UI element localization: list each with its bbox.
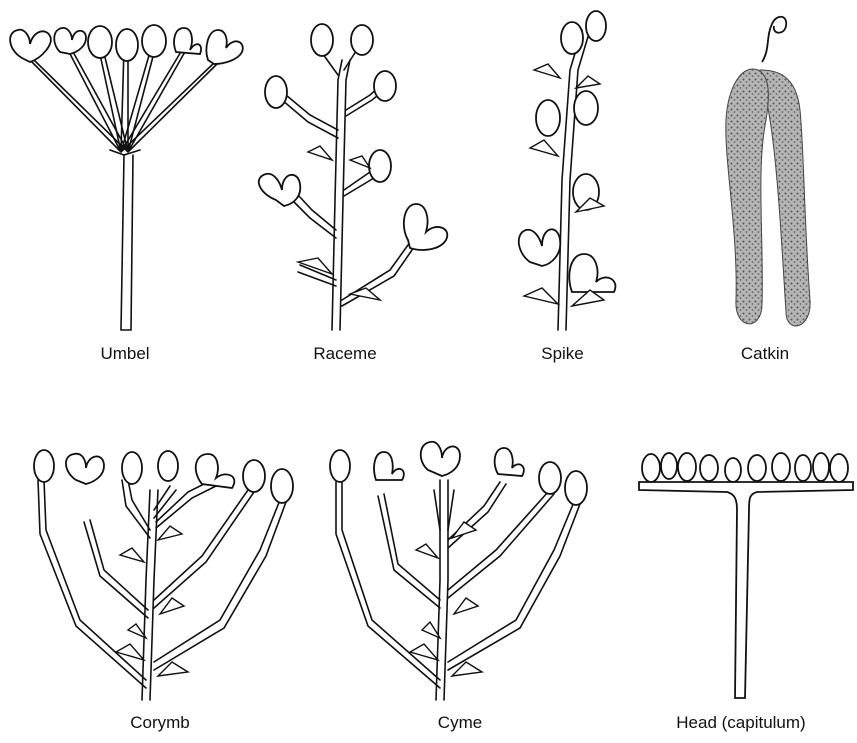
cyme-label: Cyme [320, 713, 600, 733]
catkin-panel: Catkin [700, 0, 830, 372]
head-label: Head (capitulum) [625, 713, 857, 733]
raceme-label: Raceme [240, 344, 450, 364]
spike-drawing [500, 0, 625, 340]
head-panel: Head (capitulum) [625, 430, 857, 743]
catkin-label: Catkin [700, 344, 830, 364]
umbel-panel: Umbel [0, 0, 250, 372]
cyme-panel: Cyme [320, 430, 600, 743]
raceme-drawing [240, 0, 450, 340]
cyme-drawing [320, 430, 600, 710]
corymb-label: Corymb [20, 713, 300, 733]
head-drawing [625, 430, 857, 710]
spike-panel: Spike [500, 0, 625, 372]
raceme-panel: Raceme [240, 0, 450, 372]
catkin-drawing [700, 0, 830, 340]
umbel-drawing [0, 0, 250, 340]
corymb-drawing [20, 430, 300, 710]
umbel-label: Umbel [0, 344, 250, 364]
corymb-panel: Corymb [20, 430, 300, 743]
spike-label: Spike [500, 344, 625, 364]
